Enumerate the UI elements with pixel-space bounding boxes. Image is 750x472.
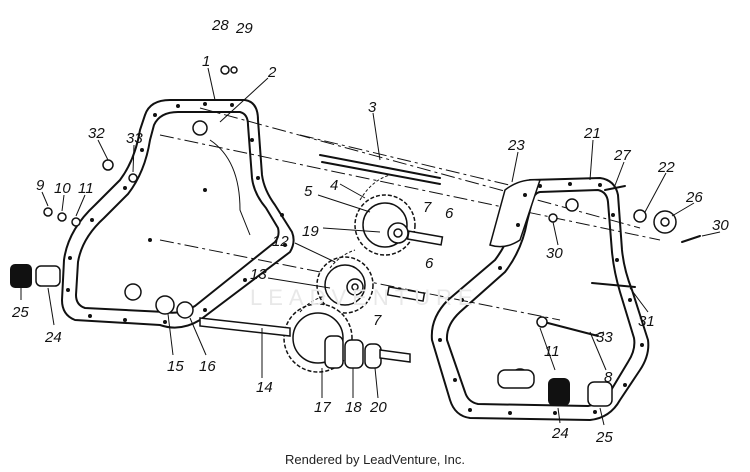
callout-1: 1 <box>202 53 210 70</box>
callout-12: 12 <box>272 233 289 250</box>
watermark: LEADVENTURE <box>250 285 479 310</box>
callout-11-right: 11 <box>544 343 560 360</box>
callout-25-right: 25 <box>595 429 613 446</box>
callout-6-upper: 6 <box>445 205 454 222</box>
callout-10: 10 <box>54 180 71 197</box>
callout-3: 3 <box>368 99 377 116</box>
left-seal-and-bushing <box>10 264 194 319</box>
callout-32: 32 <box>88 125 105 142</box>
callout-4: 4 <box>330 177 338 194</box>
callout-29: 29 <box>235 20 253 37</box>
callout-28: 28 <box>211 17 229 34</box>
right-case-half <box>430 177 650 421</box>
callout-25-left: 25 <box>11 304 29 321</box>
leader-lines <box>20 67 721 426</box>
main-axle-assembly <box>199 317 411 369</box>
callout-17: 17 <box>314 399 331 416</box>
callout-27: 27 <box>613 147 631 164</box>
render-credit: Rendered by LeadVenture, Inc. <box>285 452 465 467</box>
callout-7-upper: 7 <box>423 199 432 216</box>
callout-33-right: 33 <box>596 329 613 346</box>
middle-sprocket <box>316 256 374 314</box>
callout-6-lower: 6 <box>425 255 434 272</box>
callout-26: 26 <box>685 189 703 206</box>
chains <box>299 174 391 313</box>
callout-9: 9 <box>36 177 45 194</box>
upper-shaft <box>319 154 441 185</box>
callout-2: 2 <box>267 64 277 81</box>
callout-22: 22 <box>657 159 675 176</box>
callout-24-right: 24 <box>551 425 569 442</box>
callout-5: 5 <box>304 183 313 200</box>
callout-19: 19 <box>302 223 319 240</box>
callout-23: 23 <box>507 137 525 154</box>
upper-sprocket <box>354 194 416 256</box>
callout-21: 21 <box>583 125 601 142</box>
callout-14: 14 <box>256 379 273 396</box>
callout-24-left: 24 <box>44 329 62 346</box>
callout-8: 8 <box>604 369 613 386</box>
callout-30-right: 30 <box>712 217 729 234</box>
callout-18: 18 <box>345 399 362 416</box>
short-shafts <box>386 230 444 302</box>
callout-labels: 28 29 1 2 3 32 33 9 10 11 4 5 19 7 6 12 … <box>11 17 729 446</box>
callout-7-lower: 7 <box>373 312 382 329</box>
callout-16: 16 <box>199 358 216 375</box>
hardware <box>43 65 701 337</box>
callout-11-left: 11 <box>78 180 94 197</box>
callout-13: 13 <box>250 266 267 283</box>
callout-31: 31 <box>638 313 655 330</box>
callout-15: 15 <box>167 358 184 375</box>
callout-20: 20 <box>369 399 387 416</box>
callout-30-left: 30 <box>546 245 563 262</box>
right-seal-and-bushing <box>497 369 613 407</box>
callout-33-left: 33 <box>126 130 143 147</box>
